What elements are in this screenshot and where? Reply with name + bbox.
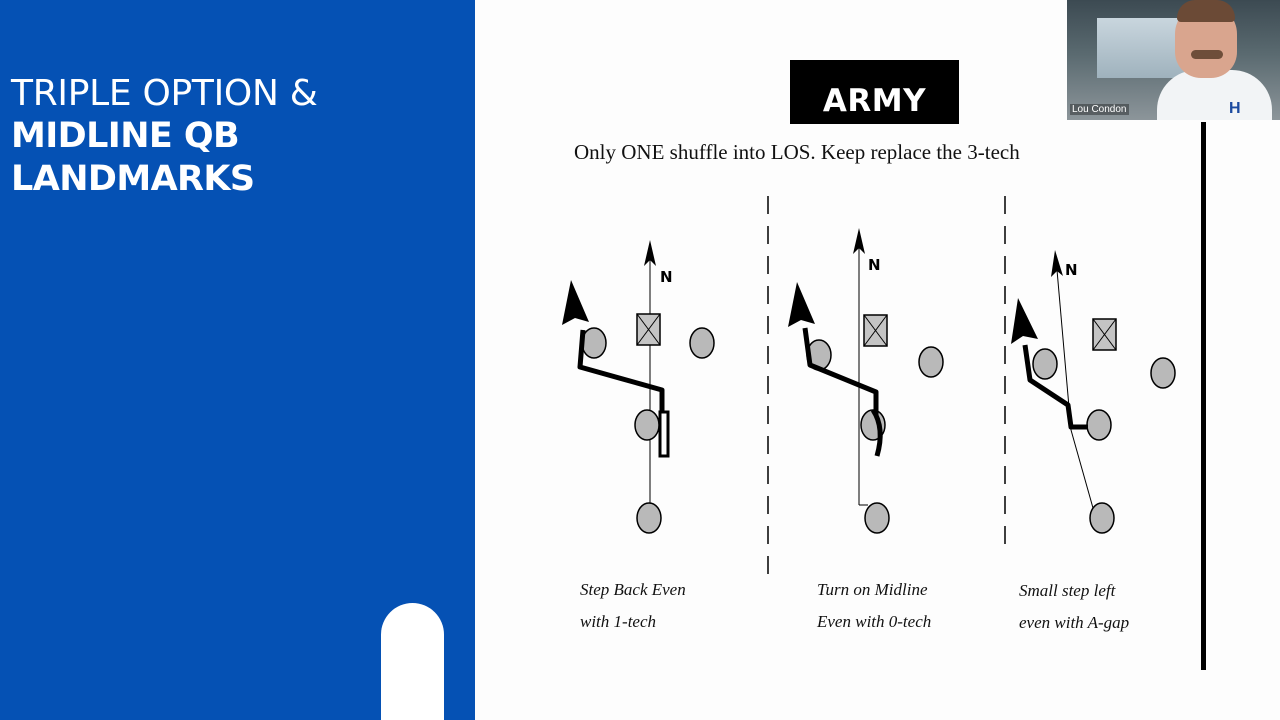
caption-small-step-left: Small step left even with A-gap <box>1019 575 1129 639</box>
north-arrow-head <box>1051 250 1063 277</box>
diagram-turn-on-midline: N <box>788 228 944 534</box>
route-path <box>802 327 879 415</box>
route-arrow-head <box>562 280 589 325</box>
shirt-logo: H <box>1229 100 1241 117</box>
caption-line-2: with 1-tech <box>580 612 657 631</box>
title-line-1: TRIPLE OPTION & <box>11 73 318 114</box>
decorative-tab-shape <box>381 603 444 720</box>
player-marker <box>1086 409 1112 441</box>
player-marker <box>689 327 715 359</box>
player-marker <box>581 327 607 359</box>
route-path <box>577 329 665 412</box>
caption-line-2: even with A-gap <box>1019 613 1130 632</box>
slide-instruction: Only ONE shuffle into LOS. Keep replace … <box>574 140 1020 164</box>
participant-hair <box>1177 0 1235 22</box>
participant-video-tile[interactable]: H Lou Condon <box>1067 0 1280 120</box>
play-diagram: N N N <box>562 196 1176 585</box>
caption-step-back-even: Step Back Even with 1-tech <box>580 574 686 638</box>
player-marker <box>636 502 662 534</box>
presentation-title: TRIPLE OPTION & MIDLINE QB LANDMARKS <box>11 72 475 201</box>
route-arrow-head <box>788 282 815 327</box>
participant-name: Lou Condon <box>1070 104 1129 115</box>
player-marker <box>918 346 944 378</box>
mesh-line <box>1070 429 1094 509</box>
participant-mustache <box>1191 50 1223 59</box>
north-label: N <box>868 256 881 274</box>
caption-line-1: Small step left <box>1019 581 1116 600</box>
qb-turn-mark <box>870 408 883 457</box>
player-marker <box>1150 357 1176 389</box>
north-label: N <box>1065 261 1078 279</box>
slide-side-rule <box>1201 122 1206 670</box>
diagram-small-step-left: N <box>1011 250 1176 534</box>
caption-line-1: Turn on Midline <box>817 580 928 599</box>
north-label: N <box>660 268 673 286</box>
army-logo: ARMY <box>790 60 959 124</box>
caption-turn-on-midline: Turn on Midline Even with 0-tech <box>817 574 931 638</box>
title-line-2: MIDLINE QB LANDMARKS <box>11 116 255 199</box>
north-arrow-head <box>853 228 865 254</box>
route-arrow-head <box>1011 298 1038 344</box>
diagram-step-back-even: N <box>562 240 715 534</box>
caption-line-2: Even with 0-tech <box>817 612 932 631</box>
participant-shirt <box>1157 70 1272 120</box>
caption-line-1: Step Back Even <box>580 580 686 599</box>
north-arrow-head <box>644 240 656 266</box>
route-path <box>1022 344 1088 430</box>
player-marker <box>1089 502 1115 534</box>
player-marker <box>864 502 890 534</box>
qb-step-box <box>658 410 670 458</box>
player-marker <box>1032 348 1058 380</box>
player-marker <box>634 409 660 441</box>
title-panel: TRIPLE OPTION & MIDLINE QB LANDMARKS <box>0 0 475 720</box>
